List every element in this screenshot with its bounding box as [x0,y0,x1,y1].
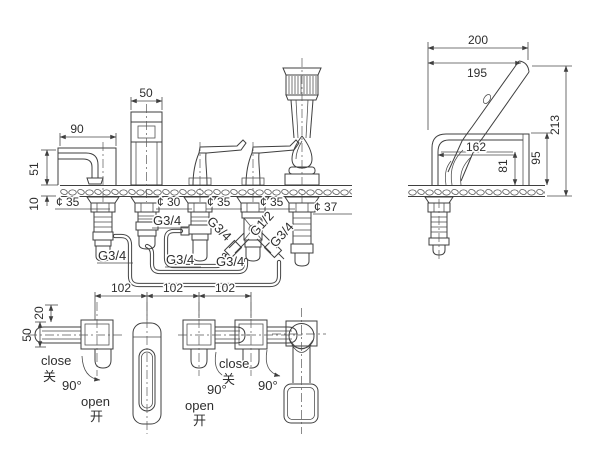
handle-top-left [28,302,122,382]
deck-section-front [60,185,352,197]
close-label-left: close [41,353,71,368]
shank-2 [130,196,164,250]
diameter-label-5: ¢ 37 [314,200,338,214]
close-cn-left: 关 [43,369,56,384]
shank-1 [86,196,120,262]
handle-top-mid2 [230,302,302,377]
open-label-left: open [81,394,110,409]
spout-front [57,142,117,202]
hand-shower-front [282,58,322,205]
dim-deck-thickness: 10 [27,197,41,211]
dim-hose-195: 195 [467,66,487,80]
diameter-labels: ¢ 35 ¢ 30 ¢ 35 ¢ 35 ¢ 37 [55,194,352,216]
dim-height-213: 213 [548,115,562,135]
shank-3 [180,196,217,262]
dim-lever-20: 20 [32,306,46,320]
shank-4-valve [221,196,285,262]
dim-lever-50: 50 [20,328,34,342]
dim-width-200: 200 [468,33,488,47]
dim-spout-width: 90 [70,122,84,136]
front-view: 90 50 51 10 ¢ 35 ¢ 30 ¢ 35 ¢ 35 ¢ 37 [26,58,352,288]
shank-side [424,196,454,262]
diverter-column-front [130,104,163,202]
thread-label-valve-bottom: G3/4 [216,254,244,269]
side-view: 200 195 213 95 81 162 [408,32,572,262]
open-cn-left: 开 [90,409,103,424]
front-dimensions: 90 50 51 10 [26,85,163,212]
shower-head-stripes [288,76,317,94]
thread-label-shank3: G3/4 [166,252,194,267]
spout-side [431,133,530,185]
thread-label-shank2: G3/4 [153,213,181,228]
top-dimensions: 102 102 102 50 20 [19,280,252,348]
dim-spacing-2: 102 [163,281,183,295]
handle-front-right [241,139,300,202]
dim-spacing-3: 102 [215,281,235,295]
open-label-mid: open [185,398,214,413]
dim-spout-height: 51 [27,162,41,176]
hand-shower-side [445,60,530,186]
hose-loops [112,228,282,288]
close-cn-mid: 关 [222,372,235,387]
shank-5 [284,196,320,267]
dim-spacing-1: 102 [111,281,131,295]
dim-reach-162: 162 [466,140,486,154]
side-dimensions: 200 195 213 95 81 162 [427,32,572,197]
spout-top [132,302,162,434]
angle-mid: 90° [207,382,227,397]
open-close-labels: close 关 90° open 开 close 关 90° open 开 90… [40,352,280,430]
angle-left: 90° [62,378,82,393]
dim-height-81: 81 [496,159,510,173]
deck-section-side [408,185,545,197]
open-cn-mid: 开 [193,413,206,428]
close-label-mid: close [219,356,249,371]
dim-column-width: 50 [139,86,153,100]
handle-front-left [188,139,247,202]
dim-height-95: 95 [529,151,543,165]
angle-right: 90° [258,378,278,393]
diameter-label-2: ¢ 30 [157,195,181,209]
top-view: 102 102 102 50 20 [19,280,326,434]
diameter-label-1: ¢ 35 [56,195,80,209]
diameter-label-4: ¢ 35 [260,195,284,209]
diameter-label-3: ¢ 35 [207,195,231,209]
hand-shower-top [272,308,326,434]
thread-label-shank1: G3/4 [98,248,126,263]
